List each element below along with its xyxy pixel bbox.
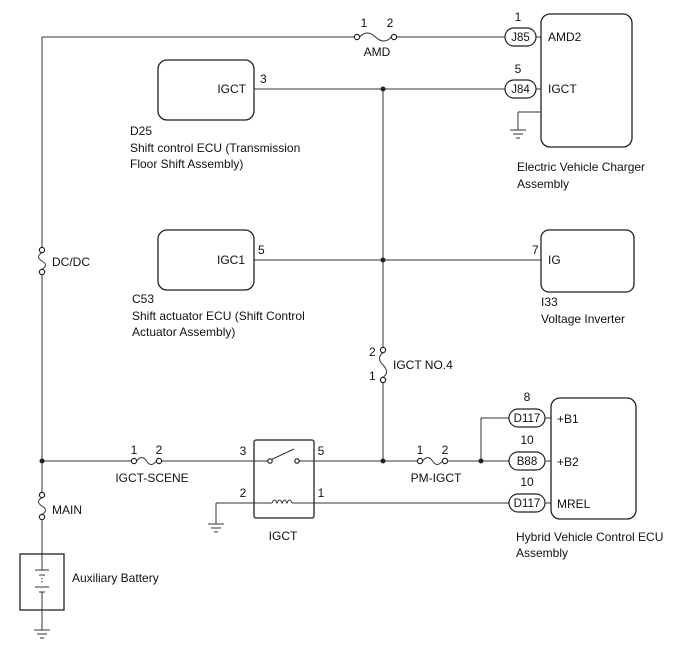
ground-icon xyxy=(208,523,224,533)
fuse-amd-label: AMD xyxy=(364,45,391,59)
fuse-igct-scene-label: IGCT-SCENE xyxy=(115,471,188,485)
shift-control-ecu: IGCT 3 D25 Shift control ECU (Transmissi… xyxy=(130,59,300,171)
fuse-main-label: MAIN xyxy=(52,503,82,517)
connector-j84 xyxy=(504,79,537,99)
fuse-dcdc-label: DC/DC xyxy=(52,255,90,269)
shift-actuator-ecu-name-2: Actuator Assembly) xyxy=(132,325,235,339)
connector-b88-label: B88 xyxy=(517,456,537,468)
fuse-amd-pin-1: 1 xyxy=(361,16,368,30)
connector-d117-b1-label: D117 xyxy=(514,413,541,425)
fuse-pm-igct: 1 2 PM-IGCT xyxy=(411,443,462,485)
connector-j84-pin: 5 xyxy=(515,62,522,76)
ev-charger: J85 1 AMD2 J84 5 IGCT Electric Vehicle C… xyxy=(504,10,645,191)
hybrid-ecu-box xyxy=(550,397,637,520)
shift-control-ecu-box xyxy=(157,59,255,121)
hybrid-ecu-terminal-b1: +B1 xyxy=(557,412,579,426)
connector-j85-pin: 1 xyxy=(515,10,522,24)
voltage-inverter: IG 7 I33 Voltage Inverter xyxy=(532,229,635,326)
junctions xyxy=(39,86,484,464)
shift-control-ecu-terminal: IGCT xyxy=(217,82,246,96)
junction-dot xyxy=(380,257,386,263)
fuse-igct-scene-pin-2: 2 xyxy=(156,443,163,457)
shift-actuator-ecu-name-1: Shift actuator ECU (Shift Control xyxy=(132,309,305,323)
connector-j85-label: J85 xyxy=(511,32,530,44)
shift-control-ecu-code: D25 xyxy=(130,124,152,138)
connector-j84-label: J84 xyxy=(511,84,530,96)
charger-terminal-igct: IGCT xyxy=(548,82,577,96)
ground-icon xyxy=(34,629,50,639)
connector-b88-pin: 10 xyxy=(520,433,534,447)
igct-relay-box xyxy=(253,439,315,519)
ev-charger-box xyxy=(540,13,633,148)
shift-actuator-ecu-pin: 5 xyxy=(258,243,265,257)
voltage-inverter-pin: 7 xyxy=(532,243,539,257)
shift-control-ecu-name-2: Floor Shift Assembly) xyxy=(130,157,243,171)
fuse-igct-no4-label: IGCT NO.4 xyxy=(393,358,453,372)
voltage-inverter-code: I33 xyxy=(541,295,558,309)
connector-d117-mrel-pin: 10 xyxy=(520,475,534,489)
fuse-pm-igct-pin-1: 1 xyxy=(417,443,424,457)
connector-d117-mrel xyxy=(508,493,546,513)
igct-relay-pin-1: 1 xyxy=(318,486,325,500)
fuse-pm-igct-pin-2: 2 xyxy=(442,443,449,457)
hybrid-vehicle-control-ecu: D117 8 +B1 B88 10 +B2 D117 10 MREL Hybri… xyxy=(508,390,663,560)
shift-actuator-ecu-terminal: IGC1 xyxy=(217,253,245,267)
fuse-main: MAIN xyxy=(38,491,82,521)
fuse-igct-scene: 1 2 IGCT-SCENE xyxy=(115,443,188,485)
shift-control-ecu-name-1: Shift control ECU (Transmission xyxy=(130,141,300,155)
fuse-igct-no4-pin-2: 2 xyxy=(369,345,376,359)
junction-dot xyxy=(478,458,484,464)
fuse-igct-no4: 2 1 IGCT NO.4 xyxy=(369,345,453,384)
relay-coil-icon xyxy=(254,499,314,505)
fuse-igct-scene-pin-1: 1 xyxy=(131,443,138,457)
shift-actuator-ecu-code: C53 xyxy=(132,292,154,306)
wiring xyxy=(41,36,551,630)
fuse-amd: 1 2 AMD xyxy=(353,16,398,59)
hybrid-ecu-name-1: Hybrid Vehicle Control ECU xyxy=(516,530,663,544)
hybrid-ecu-terminal-mrel: MREL xyxy=(557,497,591,511)
junction-dot xyxy=(380,458,386,464)
relay-switch-icon xyxy=(254,448,314,464)
fuse-dcdc: DC/DC xyxy=(38,246,90,276)
connector-d117-mrel-label: D117 xyxy=(514,498,541,510)
igct-relay: 3 5 2 1 IGCT xyxy=(240,439,325,543)
voltage-inverter-name: Voltage Inverter xyxy=(541,312,625,326)
fuse-amd-pin-2: 2 xyxy=(387,16,394,30)
ev-charger-name-1: Electric Vehicle Charger xyxy=(517,160,645,174)
charger-terminal-amd2: AMD2 xyxy=(548,30,582,44)
junction-dot xyxy=(39,458,45,464)
auxiliary-battery: Auxiliary Battery xyxy=(19,553,159,611)
auxiliary-battery-label: Auxiliary Battery xyxy=(72,571,159,585)
ev-charger-name-2: Assembly xyxy=(517,177,569,191)
shift-actuator-ecu-box xyxy=(157,229,255,291)
shift-actuator-ecu: IGC1 5 C53 Shift actuator ECU (Shift Con… xyxy=(132,229,305,339)
connector-d117-b1-pin: 8 xyxy=(524,390,531,404)
ground-icon xyxy=(510,129,526,139)
connector-d117-b1 xyxy=(508,408,546,428)
connector-j85 xyxy=(504,27,537,47)
voltage-inverter-terminal: IG xyxy=(548,253,561,267)
fuse-igct-no4-pin-1: 1 xyxy=(369,369,376,383)
connector-b88 xyxy=(508,451,546,471)
junction-dot xyxy=(380,86,386,92)
hybrid-ecu-name-2: Assembly xyxy=(516,546,568,560)
hybrid-ecu-terminal-b2: +B2 xyxy=(557,455,579,469)
igct-relay-pin-2: 2 xyxy=(240,486,247,500)
fuse-pm-igct-label: PM-IGCT xyxy=(411,471,462,485)
battery-icon xyxy=(35,554,49,610)
voltage-inverter-box xyxy=(540,229,635,293)
shift-control-ecu-pin: 3 xyxy=(260,72,267,86)
igct-relay-pin-5: 5 xyxy=(318,444,325,458)
igct-relay-pin-3: 3 xyxy=(240,444,247,458)
igct-relay-label: IGCT xyxy=(269,529,298,543)
